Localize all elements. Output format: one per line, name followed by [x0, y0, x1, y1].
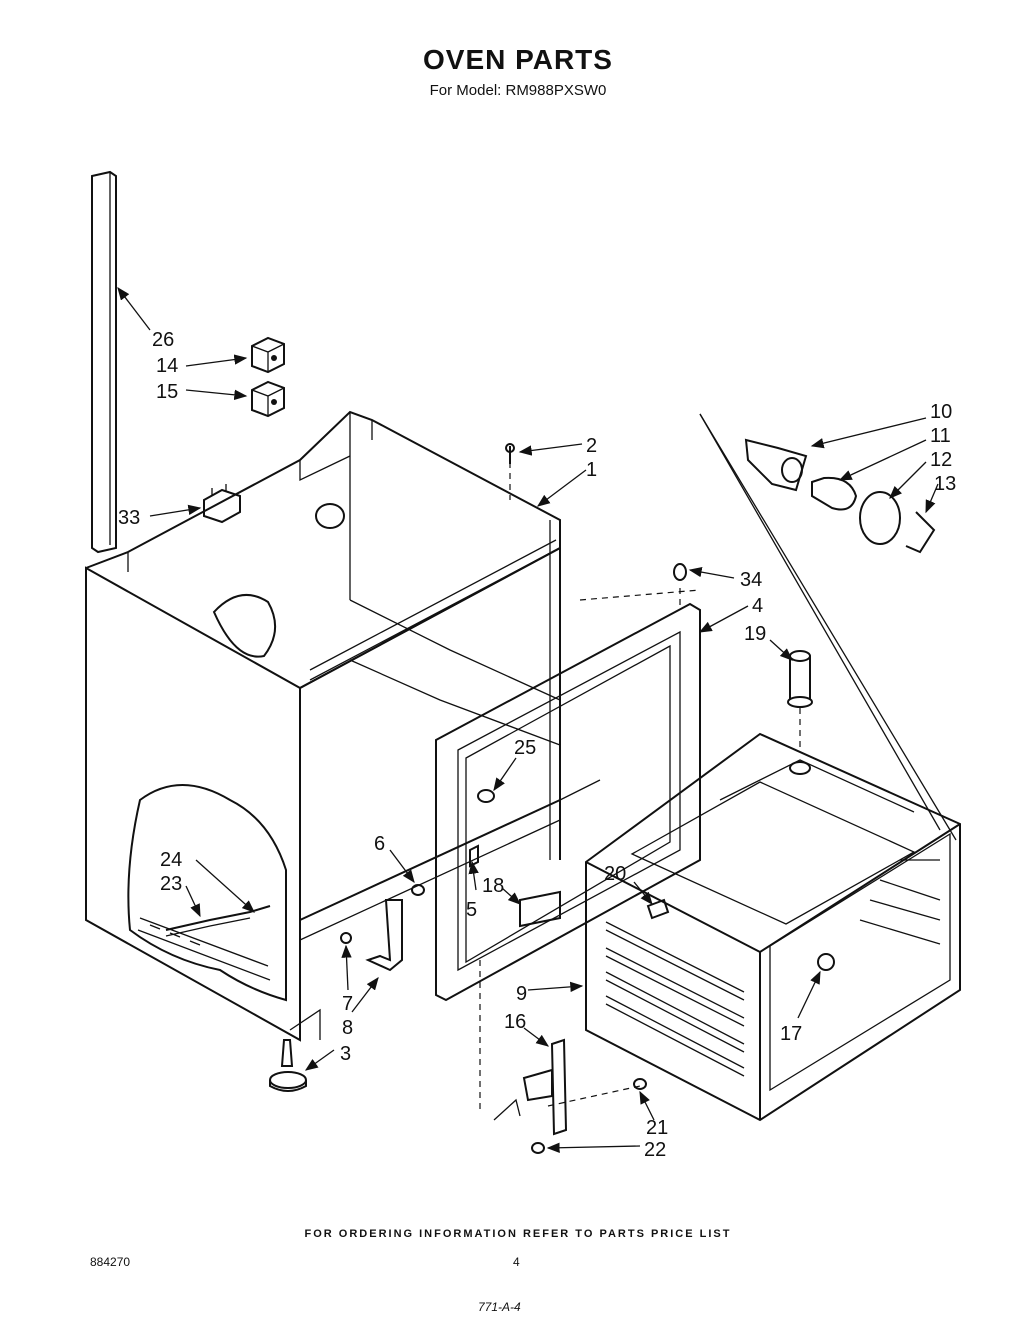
callout-22: 22	[644, 1139, 666, 1161]
part-3-leveling-foot	[269, 1039, 307, 1092]
callout-23: 23	[160, 873, 182, 895]
callout-34: 34	[740, 569, 762, 591]
assembly-leader-lines	[479, 462, 801, 1110]
part-19-vent-tube	[787, 650, 813, 708]
callout-labels: 26 14 15 33 2 1 34 4 19 10 11 12 13 25 6…	[118, 329, 956, 1161]
callout-13: 13	[934, 473, 956, 495]
callout-15: 15	[156, 381, 178, 403]
page-title: OVEN PARTS	[423, 44, 613, 75]
part-16-hinge	[493, 1038, 568, 1136]
callout-5: 5	[466, 899, 477, 921]
callout-16: 16	[504, 1011, 526, 1033]
callout-3: 3	[340, 1043, 351, 1065]
part-1-cabinet	[85, 410, 561, 1042]
handwritten-note: 771-A-4	[478, 1300, 521, 1314]
callout-10: 10	[930, 401, 952, 423]
part-33-switch	[203, 484, 241, 524]
callout-33: 33	[118, 507, 140, 529]
model-subtitle: For Model: RM988PXSW0	[429, 82, 607, 99]
part-26-trim-strip	[91, 170, 117, 554]
callout-25: 25	[514, 737, 536, 759]
callout-14: 14	[156, 355, 178, 377]
part-4-front-frame	[435, 602, 701, 1002]
callout-1: 1	[586, 459, 597, 481]
callout-20: 20	[604, 863, 626, 885]
part-15-block	[251, 380, 285, 418]
callout-17: 17	[780, 1023, 802, 1045]
callout-8: 8	[342, 1017, 353, 1039]
callout-26: 26	[152, 329, 174, 351]
part-14-block	[251, 336, 285, 374]
light-assembly	[699, 413, 957, 841]
callout-9: 9	[516, 983, 527, 1005]
part-2-screw	[505, 443, 515, 464]
callout-18: 18	[482, 875, 504, 897]
callout-7: 7	[342, 993, 353, 1015]
part-22-washer	[531, 1142, 545, 1154]
callout-12: 12	[930, 449, 952, 471]
callout-6: 6	[374, 833, 385, 855]
part-9-oven-liner	[585, 732, 961, 1122]
callout-4: 4	[752, 595, 763, 617]
part-21-screw	[633, 1078, 647, 1090]
page-number: 4	[513, 1255, 520, 1269]
part-20-bracket	[646, 898, 670, 920]
small-hardware	[340, 844, 561, 972]
part-34-plug	[673, 563, 687, 581]
part-25-fitting	[477, 789, 495, 803]
callout-2: 2	[586, 435, 597, 457]
callout-11: 11	[930, 425, 951, 447]
part-23-24-igniter	[165, 905, 271, 937]
ordering-info-note: FOR ORDERING INFORMATION REFER TO PARTS …	[304, 1228, 732, 1240]
document-number: 884270	[90, 1255, 131, 1269]
callout-21: 21	[646, 1117, 668, 1139]
callout-24: 24	[160, 849, 182, 871]
callout-19: 19	[744, 623, 766, 645]
callout-leaders	[117, 286, 939, 1153]
part-17-light-socket	[817, 953, 835, 971]
